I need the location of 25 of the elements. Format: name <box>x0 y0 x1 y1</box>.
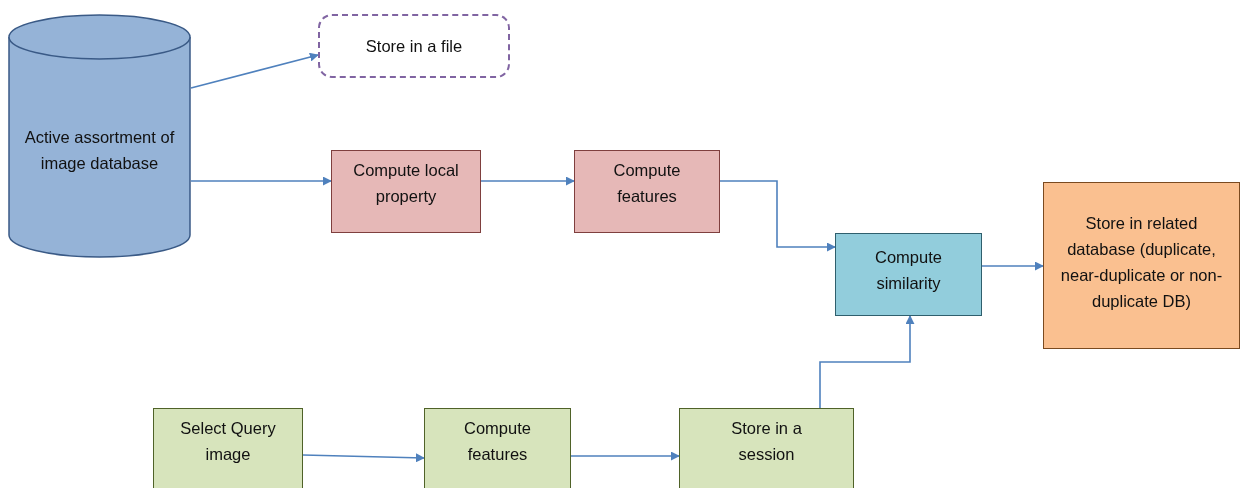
arrow <box>190 52 319 89</box>
arrow <box>981 261 1044 271</box>
arrow <box>302 453 425 463</box>
node-label: Store in related database (duplicate, near-duplicate or non-duplicate DB) <box>1059 212 1224 312</box>
node-label: Store in a session <box>730 418 803 465</box>
node-label: Select Query image <box>179 418 277 465</box>
arrow <box>819 315 915 409</box>
node-label: Compute local property <box>352 159 460 207</box>
node-label: Active assortment of image database <box>23 127 176 174</box>
process-box <box>424 408 571 488</box>
process-box <box>331 150 481 233</box>
storage-box <box>679 408 854 488</box>
storage-box <box>1043 182 1240 349</box>
arrow <box>480 176 575 186</box>
input-box <box>153 408 303 488</box>
arrow <box>570 451 680 461</box>
arrow <box>719 180 836 252</box>
process-box <box>574 150 720 233</box>
storage-box <box>318 14 510 78</box>
node-label: Compute similarity <box>874 246 943 294</box>
node-label: Store in a file <box>364 36 464 57</box>
arrow <box>190 176 332 186</box>
process-box <box>835 233 982 316</box>
node-label: Compute features <box>463 418 532 465</box>
node-label: Compute features <box>612 159 682 207</box>
